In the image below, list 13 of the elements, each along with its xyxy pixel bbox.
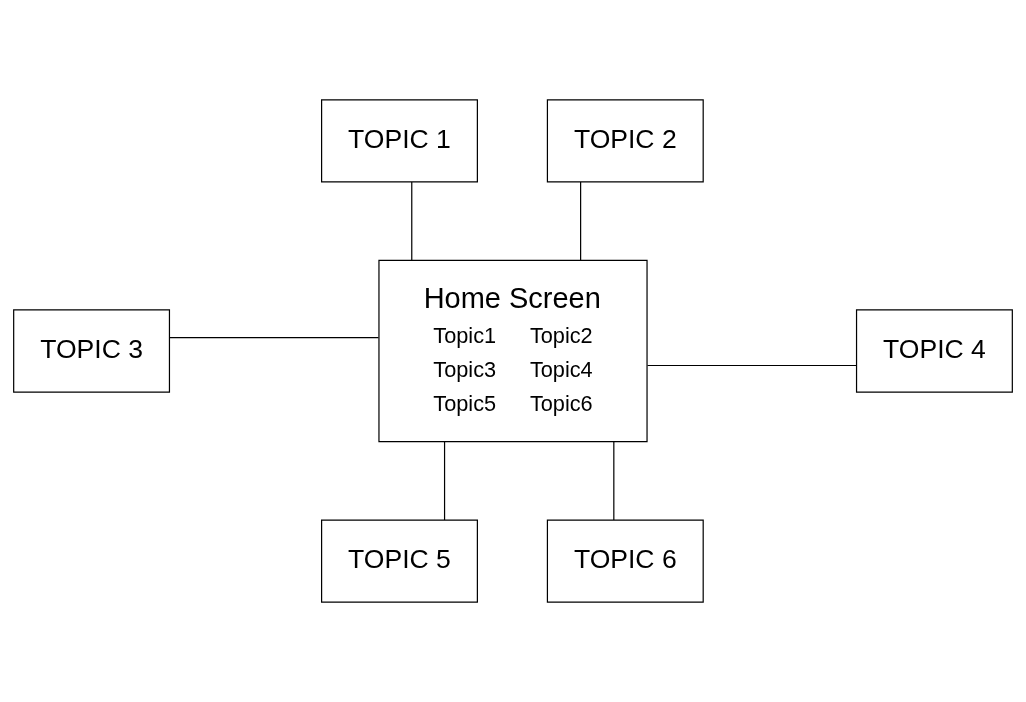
connector (646, 364, 857, 367)
node-box: TOPIC 6 (546, 519, 704, 603)
connector (169, 337, 380, 339)
node-box: TOPIC 5 (321, 519, 478, 603)
connector (443, 441, 446, 521)
node-box: TOPIC 2 (546, 99, 704, 183)
connector (411, 181, 413, 261)
node-box: TOPIC 4 (855, 309, 1013, 393)
connector (613, 441, 615, 521)
node-box: Home Screen Topic1 Topic2 Topic3 Topic4 Topic5 Topic6 (378, 259, 648, 443)
node-box: TOPIC 3 (13, 309, 171, 393)
node-box: TOPIC 1 (321, 99, 478, 183)
connector (580, 181, 582, 261)
